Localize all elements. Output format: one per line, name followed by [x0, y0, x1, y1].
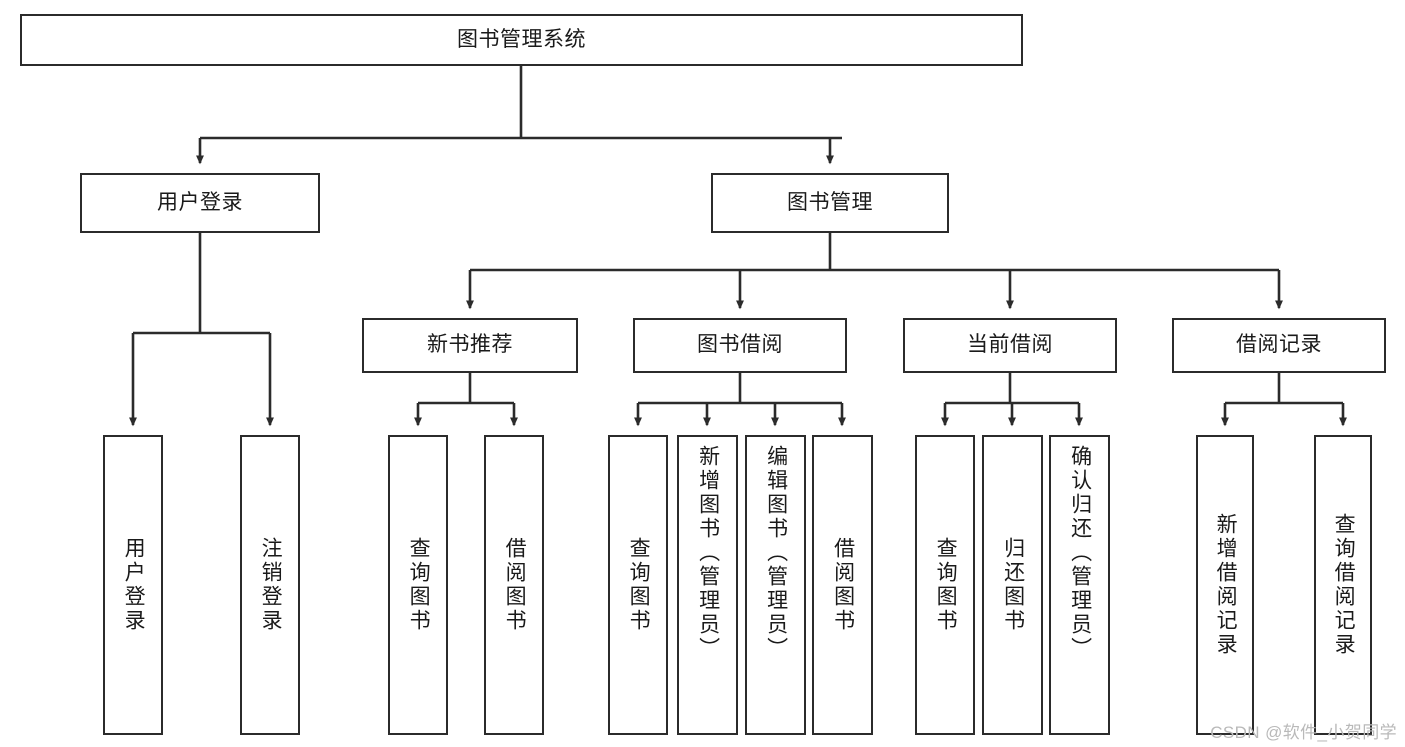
node-leaf-query-book-3[interactable]: 查询图书 [915, 435, 975, 735]
node-borrow-record-label: 借阅记录 [1236, 333, 1322, 357]
node-new-book-recommend-label: 新书推荐 [427, 333, 513, 357]
node-root-label: 图书管理系统 [457, 27, 586, 51]
node-leaf-borrow-book-1[interactable]: 借阅图书 [484, 435, 544, 735]
node-leaf-query-book-2[interactable]: 查询图书 [608, 435, 668, 735]
node-leaf-confirm-return-admin-label: 确认归还（管理员） [1068, 445, 1092, 661]
node-leaf-query-book-2-label: 查询图书 [627, 537, 651, 633]
csdn-watermark: CSDN @软件_小贺同学 [1210, 723, 1397, 742]
node-leaf-logout-login[interactable]: 注销登录 [240, 435, 300, 735]
node-leaf-user-login[interactable]: 用户登录 [103, 435, 163, 735]
node-leaf-add-borrow-record[interactable]: 新增借阅记录 [1196, 435, 1254, 735]
node-leaf-edit-book-admin-label: 编辑图书（管理员） [764, 445, 788, 661]
node-user-login-label: 用户登录 [157, 190, 243, 214]
node-leaf-query-borrow-record-label: 查询借阅记录 [1332, 513, 1356, 657]
node-root[interactable]: 图书管理系统 [20, 14, 1023, 66]
node-leaf-query-book-3-label: 查询图书 [934, 537, 958, 633]
node-current-borrow[interactable]: 当前借阅 [903, 318, 1117, 373]
node-leaf-query-book-1[interactable]: 查询图书 [388, 435, 448, 735]
node-leaf-borrow-book-2[interactable]: 借阅图书 [812, 435, 873, 735]
node-book-manage[interactable]: 图书管理 [711, 173, 949, 233]
node-leaf-add-book-admin-label: 新增图书（管理员） [696, 445, 720, 661]
node-current-borrow-label: 当前借阅 [967, 333, 1053, 357]
node-leaf-borrow-book-1-label: 借阅图书 [503, 537, 527, 633]
node-leaf-return-book-label: 归还图书 [1001, 537, 1025, 633]
node-user-login[interactable]: 用户登录 [80, 173, 320, 233]
node-leaf-user-login-label: 用户登录 [122, 537, 146, 633]
node-leaf-add-book-admin[interactable]: 新增图书（管理员） [677, 435, 738, 735]
node-leaf-borrow-book-2-label: 借阅图书 [831, 537, 855, 633]
node-book-manage-label: 图书管理 [787, 190, 873, 214]
node-leaf-add-borrow-record-label: 新增借阅记录 [1214, 513, 1238, 657]
node-leaf-confirm-return-admin[interactable]: 确认归还（管理员） [1049, 435, 1110, 735]
node-book-borrow[interactable]: 图书借阅 [633, 318, 847, 373]
node-borrow-record[interactable]: 借阅记录 [1172, 318, 1386, 373]
node-leaf-logout-login-label: 注销登录 [259, 537, 283, 633]
node-leaf-return-book[interactable]: 归还图书 [982, 435, 1043, 735]
node-new-book-recommend[interactable]: 新书推荐 [362, 318, 578, 373]
node-leaf-query-borrow-record[interactable]: 查询借阅记录 [1314, 435, 1372, 735]
node-book-borrow-label: 图书借阅 [697, 333, 783, 357]
node-leaf-edit-book-admin[interactable]: 编辑图书（管理员） [745, 435, 806, 735]
node-leaf-query-book-1-label: 查询图书 [407, 537, 431, 633]
